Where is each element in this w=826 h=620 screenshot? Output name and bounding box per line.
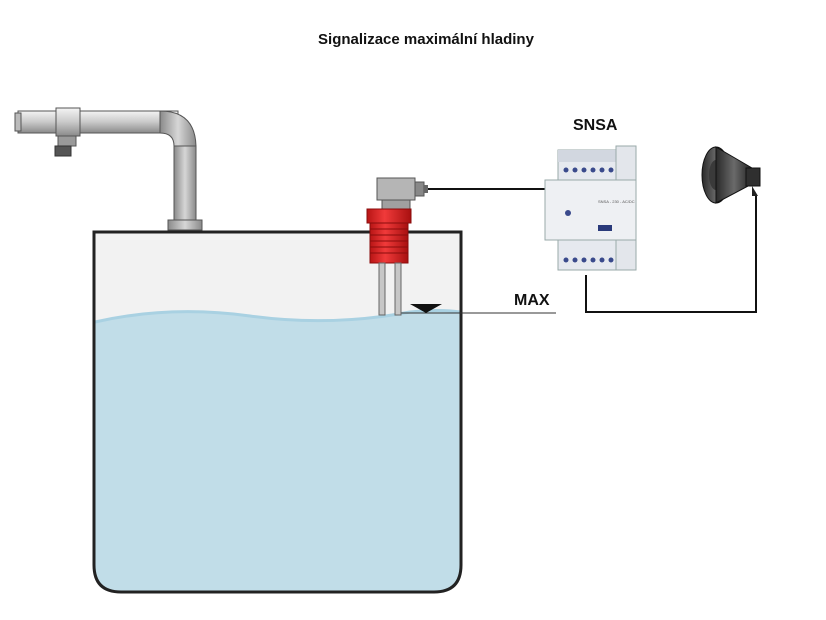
- tank: [92, 230, 463, 594]
- wiring: [428, 188, 757, 313]
- horn-speaker-icon: [701, 146, 761, 204]
- inlet-pipe: [14, 107, 203, 231]
- level-probe: [366, 177, 428, 316]
- max-level-marker: [400, 304, 556, 314]
- diagram-title: Signalizace maximální hladiny: [318, 31, 534, 48]
- max-level-label: MAX: [514, 292, 550, 309]
- relay-label: SNSA: [573, 117, 618, 134]
- relay-snsa: SNSA - 230 - AC/DC: [544, 145, 637, 271]
- water: [95, 310, 460, 591]
- relay-model-text: SNSA - 230 - AC/DC: [598, 199, 635, 204]
